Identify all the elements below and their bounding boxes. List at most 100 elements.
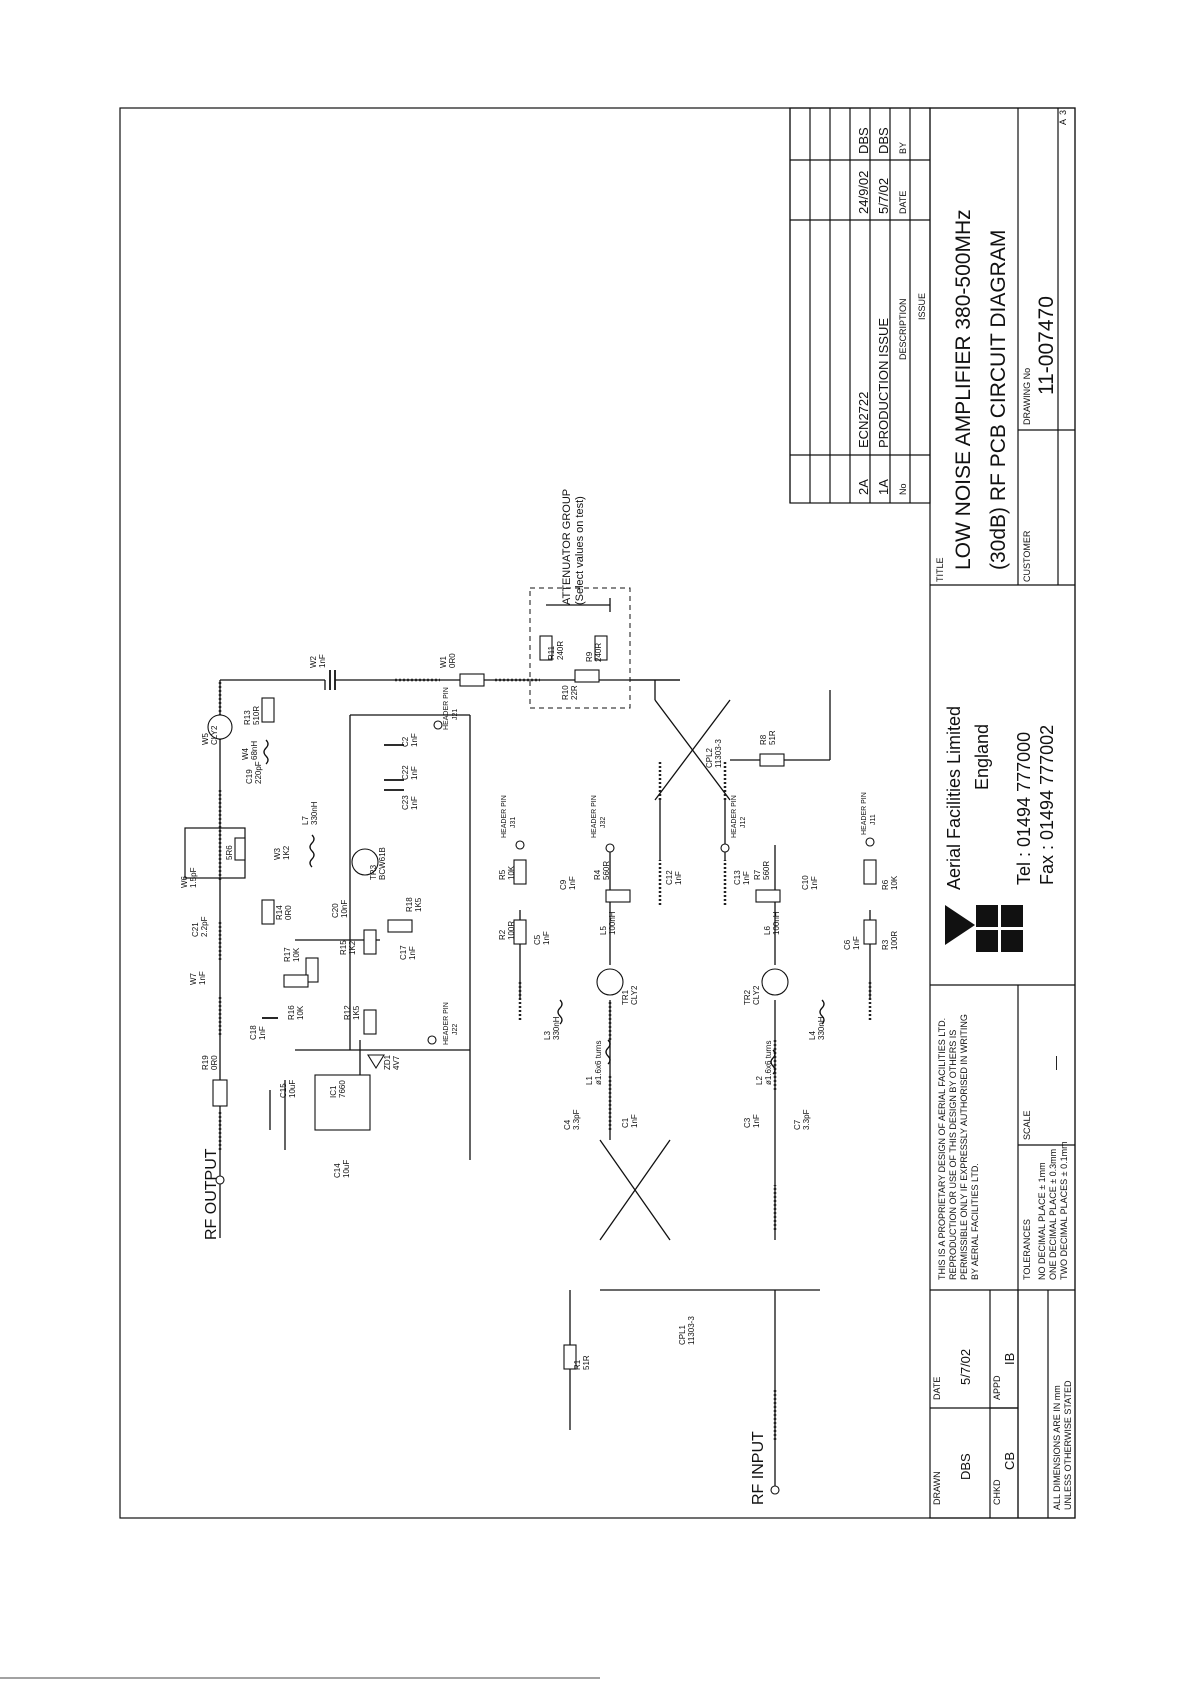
company-country: England <box>972 724 992 790</box>
label-r10: R10 <box>561 685 570 700</box>
label-r16: R16 <box>287 1005 296 1020</box>
label-c20: C20 <box>331 903 340 918</box>
ic1-body <box>314 1074 371 1131</box>
label-r4: R4 <box>593 869 602 880</box>
label-r17: R17 <box>283 947 292 962</box>
value-r10: 22R <box>570 685 579 700</box>
label-c14: C14 <box>333 1163 342 1178</box>
value-r14: 0R0 <box>284 905 293 920</box>
w5-transistor <box>207 714 233 740</box>
value-l4: 330nH <box>817 1016 826 1040</box>
value-c15: 10uF <box>288 1080 297 1098</box>
label-w6: W6 <box>180 875 189 888</box>
r8-body <box>759 753 785 767</box>
rf-output-connector <box>215 1175 225 1185</box>
drawing-no-label: DRAWING No <box>1022 368 1032 425</box>
cpl1-cross-b <box>599 1139 671 1241</box>
w1-body <box>459 673 485 687</box>
label-zd1: ZD1 <box>383 1054 392 1070</box>
attenuator-group-label: ATTENUATOR GROUP <box>561 489 573 605</box>
value-c2: 1nF <box>410 733 419 747</box>
label-c5: C5 <box>533 934 542 945</box>
value-c23: 1nF <box>410 796 419 810</box>
label-cpl1: CPL1 <box>678 1324 687 1345</box>
value-tr2: CLY2 <box>752 985 761 1005</box>
label-r18: R18 <box>405 897 414 912</box>
rf-input-connector <box>770 1485 780 1495</box>
label-l5: L5 <box>599 926 608 935</box>
header-pin-j31: HEADER PIN <box>501 795 508 838</box>
label-r11: R11 <box>547 645 556 660</box>
issue-2a-no: 2A <box>856 479 871 495</box>
scale-value: — <box>1047 1056 1063 1070</box>
header-pin-j12: HEADER PIN <box>731 795 738 838</box>
header-pin-j32: HEADER PIN <box>591 795 598 838</box>
drawing-no: 11-007470 <box>1035 296 1058 395</box>
tolerances-label: TOLERANCES <box>1022 1219 1032 1280</box>
label-w1: W1 <box>439 655 448 668</box>
value-cpl2: 11303-3 <box>714 739 723 768</box>
label-cpl2: CPL2 <box>705 747 714 768</box>
value-r13: 510R <box>252 706 261 725</box>
issue-2a-date: 24/9/02 <box>856 171 871 214</box>
label-r19: R19 <box>201 1055 210 1070</box>
chkd-label: CHKD <box>992 1479 1002 1505</box>
value-r8: 51R <box>768 730 777 745</box>
customer-label: CUSTOMER <box>1022 530 1032 582</box>
attenuator-note-label: (Select values on test) <box>574 496 586 605</box>
value-c20: 10nF <box>340 900 349 918</box>
issue-label: ISSUE <box>917 293 927 320</box>
label-c2: C2 <box>401 736 410 747</box>
r15-body <box>363 929 377 955</box>
j31-pin <box>515 840 525 850</box>
sheet-size-2: 3 <box>1058 110 1068 115</box>
label-r1: R1 <box>573 1359 582 1370</box>
rf-input-label: RF INPUT <box>750 1431 767 1505</box>
drawn-label: DRAWN <box>932 1471 942 1505</box>
r14-body <box>261 899 275 925</box>
attenuator-group-box <box>529 587 631 709</box>
zd1-zener <box>367 1054 385 1070</box>
value-r5: 10K <box>507 865 516 880</box>
value-w6r: 5R6 <box>225 845 234 860</box>
company-logo-square-1 <box>976 905 998 927</box>
tr3-transistor <box>351 848 379 876</box>
header-pin-j11: HEADER PIN <box>861 792 868 835</box>
chkd-value: CB <box>1002 1452 1017 1470</box>
label-c18: C18 <box>249 1025 258 1040</box>
value-w5: CLY2 <box>210 725 219 745</box>
value-r12: 1K5 <box>352 1005 361 1020</box>
value-r19: 0R0 <box>210 1055 219 1070</box>
value-l1: ø1.6x6 turns <box>594 1041 603 1085</box>
r17-body <box>283 974 309 988</box>
rf-output-label: RF OUTPUT <box>203 1148 220 1240</box>
label-c3: C3 <box>743 1117 752 1128</box>
l3-inductor <box>557 999 563 1025</box>
title-line-1: LOW NOISE AMPLIFIER 380-500MHz <box>952 209 975 570</box>
value-zd1: 4V7 <box>392 1055 401 1070</box>
value-w2: 1nF <box>318 654 327 668</box>
dims-line-2: UNLESS OTHERWISE STATED <box>1063 1380 1073 1510</box>
label-r7: R7 <box>753 869 762 880</box>
tr1-transistor <box>596 968 624 996</box>
label-tr2: TR2 <box>743 989 752 1005</box>
label-j22: J22 <box>452 1024 459 1035</box>
value-r16: 10K <box>296 1005 305 1020</box>
label-c9: C9 <box>559 879 568 890</box>
value-c21: 2.2pF <box>200 916 209 937</box>
drawn-value: DBS <box>958 1453 973 1480</box>
date-label: DATE <box>932 1377 942 1400</box>
value-c1: 1nF <box>630 1114 639 1128</box>
value-r18: 1K5 <box>414 897 423 912</box>
j21-pin <box>433 720 443 730</box>
value-r2: 100R <box>507 921 516 940</box>
r11-body <box>539 635 553 661</box>
label-w4: W4 <box>241 747 250 760</box>
label-c7: C7 <box>793 1119 802 1130</box>
r5-body <box>513 859 527 885</box>
value-r3: 100R <box>890 931 899 950</box>
label-c13: C13 <box>733 870 742 885</box>
label-c10: C10 <box>801 875 810 890</box>
r3-body <box>863 919 877 945</box>
